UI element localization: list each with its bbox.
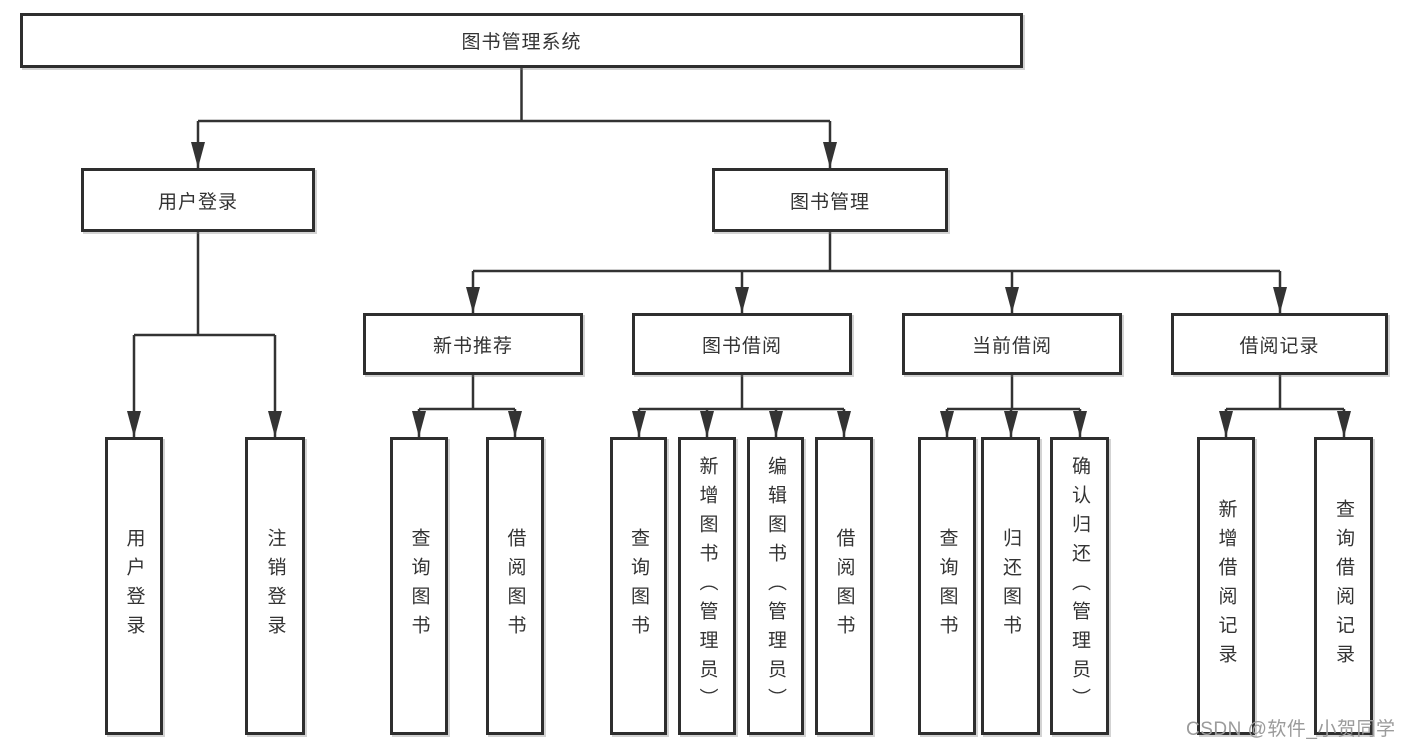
node-label: 用户登录 (123, 528, 145, 644)
node-book-management: 图书管理 (712, 168, 948, 232)
node-label: 查询借阅记录 (1333, 499, 1354, 673)
node-label: 编辑图书（管理员） (765, 455, 786, 717)
node-user-login: 用户登录 (81, 168, 315, 232)
node-label: 图书管理 (789, 191, 870, 213)
node-new-book-recommend: 新书推荐 (363, 313, 583, 375)
node-label: 新书推荐 (432, 335, 513, 357)
node-label: 新增借阅记录 (1215, 499, 1237, 673)
node-borrowing-records: 借阅记录 (1171, 313, 1388, 375)
node-label: 图书管理系统 (461, 32, 582, 53)
node-current-borrowing: 当前借阅 (902, 313, 1122, 375)
node-add-books-admin: 新增图书（管理员） (678, 437, 736, 735)
csdn-watermark: CSDN @软件_小贺同学 (1186, 719, 1396, 740)
node-label: 归还图书 (1000, 528, 1021, 644)
node-confirm-return-admin: 确认归还（管理员） (1050, 437, 1109, 735)
node-edit-books-admin: 编辑图书（管理员） (747, 437, 804, 735)
node-label: 当前借阅 (971, 335, 1052, 357)
node-user-login-leaf: 用户登录 (105, 437, 163, 735)
node-book-borrowing: 图书借阅 (632, 313, 852, 375)
node-label: 借阅图书 (833, 528, 855, 644)
node-label: 借阅记录 (1239, 335, 1320, 357)
node-label: 图书借阅 (701, 335, 782, 357)
node-logout: 注销登录 (245, 437, 305, 735)
node-label: 查询图书 (408, 528, 430, 644)
node-borrow-books: 借阅图书 (815, 437, 873, 735)
node-label: 用户登录 (157, 191, 238, 213)
node-label: 注销登录 (264, 528, 286, 644)
node-return-books: 归还图书 (981, 437, 1040, 735)
node-label: 借阅图书 (504, 528, 526, 644)
node-label: 新增图书（管理员） (696, 455, 718, 717)
node-add-borrowing-record: 新增借阅记录 (1197, 437, 1255, 735)
node-borrow-books-recommend: 借阅图书 (486, 437, 544, 735)
node-label: 确认归还（管理员） (1069, 455, 1090, 717)
node-query-borrowing-record: 查询借阅记录 (1314, 437, 1373, 735)
node-query-books-recommend: 查询图书 (390, 437, 448, 735)
node-label: 查询图书 (936, 528, 958, 644)
node-library-management-system: 图书管理系统 (20, 13, 1023, 68)
node-query-books-current: 查询图书 (918, 437, 976, 735)
node-label: 查询图书 (628, 528, 649, 644)
node-query-books-borrowing: 查询图书 (610, 437, 667, 735)
